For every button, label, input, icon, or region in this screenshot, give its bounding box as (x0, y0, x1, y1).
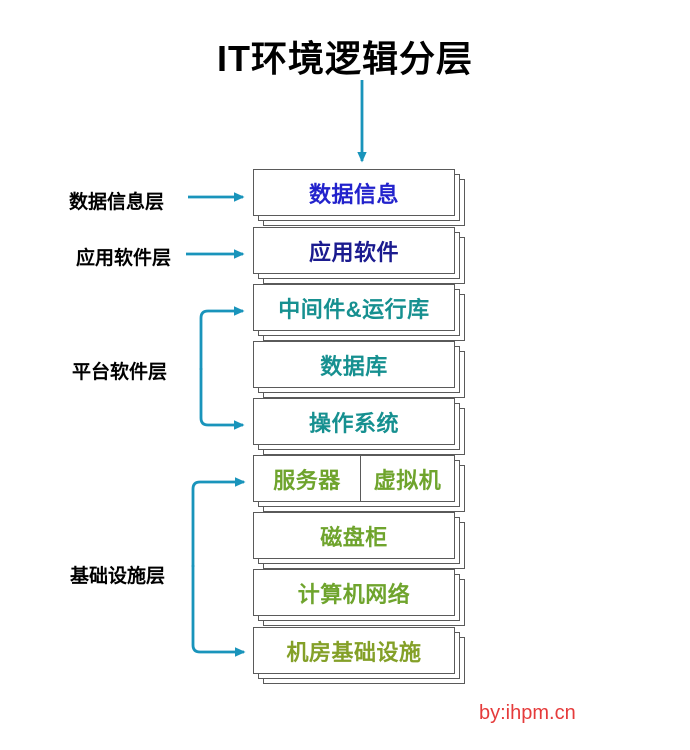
box-data-info: 数据信息 (253, 169, 465, 226)
side-label-data-info-layer: 数据信息层 (69, 192, 165, 213)
layer-box-face: 数据库 (253, 341, 455, 388)
bracket-platform-top-icon (199, 306, 245, 370)
layer-box-label: 数据信息 (308, 181, 399, 207)
layer-box-face: 数据信息 (253, 169, 455, 216)
box-operating-system: 操作系统 (253, 398, 465, 455)
layer-box-label: 服务器 (254, 456, 361, 501)
layer-box-label: 磁盘柜 (320, 524, 388, 550)
box-middleware-runtime: 中间件&运行库 (253, 284, 465, 341)
layer-box-face: 机房基础设施 (253, 627, 455, 674)
box-database: 数据库 (253, 341, 465, 398)
side-label-platform-software-layer: 平台软件层 (72, 362, 168, 383)
layer-box-label: 中间件&运行库 (278, 296, 430, 322)
layer-box-label: 计算机网络 (297, 581, 411, 607)
layer-box-label: 虚拟机 (373, 467, 442, 493)
credit-watermark: by:ihpm.cn (479, 702, 576, 724)
diagram-title: IT环境逻辑分层 (217, 38, 473, 79)
layer-box-label: 数据库 (320, 353, 388, 379)
side-label-infrastructure-layer: 基础设施层 (70, 566, 166, 587)
layer-box-label: 应用软件 (308, 239, 399, 265)
layer-box-face: 计算机网络 (253, 569, 455, 616)
box-disk-array: 磁盘柜 (253, 512, 465, 569)
box-datacenter-facility: 机房基础设施 (253, 627, 465, 684)
layer-box-face: 操作系统 (253, 398, 455, 445)
box-computer-network: 计算机网络 (253, 569, 465, 626)
side-label-app-software-layer: 应用软件层 (76, 248, 172, 269)
layer-box-label: 操作系统 (308, 410, 399, 436)
box-server-vm: 服务器虚拟机 (253, 455, 465, 512)
layer-box-face: 磁盘柜 (253, 512, 455, 559)
bracket-platform-bottom-icon (199, 368, 245, 430)
layer-box-face: 应用软件 (253, 227, 455, 274)
layer-box-face: 中间件&运行库 (253, 284, 455, 331)
layer-box-face: 服务器虚拟机 (253, 455, 455, 502)
bracket-infra-bottom-icon (191, 565, 246, 657)
box-app-software: 应用软件 (253, 227, 465, 284)
layer-box-label: 机房基础设施 (286, 639, 422, 665)
bracket-infra-top-icon (191, 477, 246, 567)
